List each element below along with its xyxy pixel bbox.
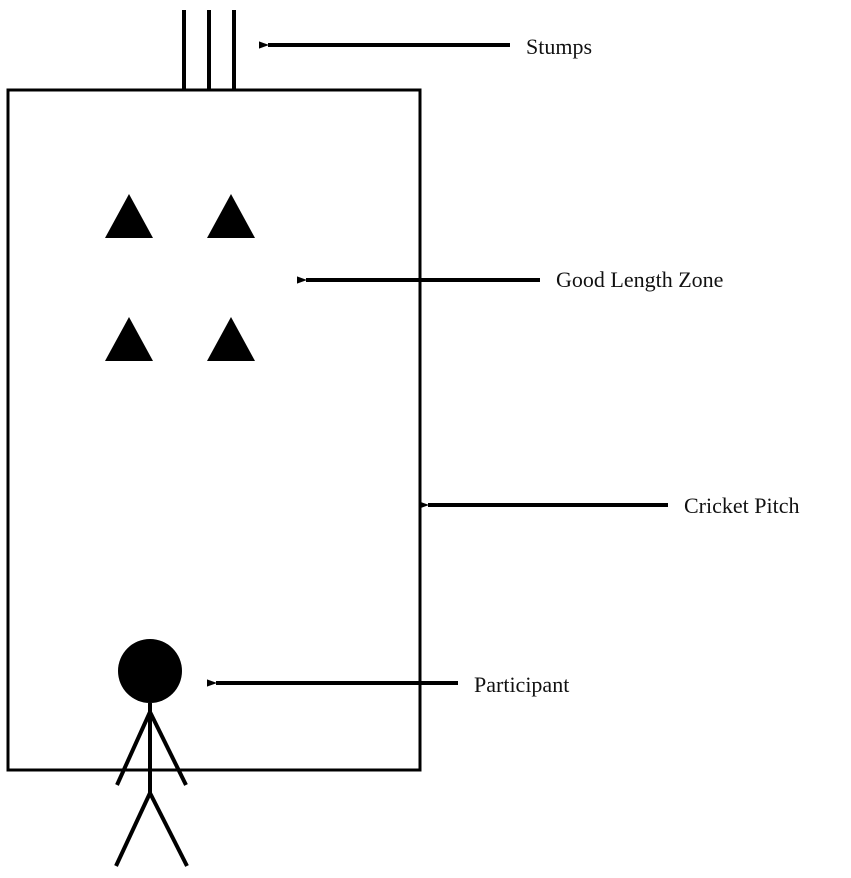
good-length-zone-label: Good Length Zone xyxy=(556,267,723,292)
cone-marker-bottom-left xyxy=(105,317,153,361)
cone-marker-top-right xyxy=(207,194,255,238)
cricket-pitch xyxy=(6,88,422,772)
participant-arm-left xyxy=(115,711,152,786)
stumps xyxy=(182,10,236,90)
participant-label: Participant xyxy=(474,672,569,697)
participant-arm-right xyxy=(148,711,188,786)
good-length-zone-markers xyxy=(105,194,255,361)
cricket-pitch-label: Cricket Pitch xyxy=(684,493,799,518)
participant-leg-left xyxy=(114,792,152,867)
stumps-label: Stumps xyxy=(526,34,592,59)
participant-head xyxy=(118,639,182,703)
label-arrows xyxy=(216,45,668,683)
participant-leg-right xyxy=(148,792,189,867)
cone-marker-top-left xyxy=(105,194,153,238)
participant-figure xyxy=(114,639,189,867)
cone-marker-bottom-right xyxy=(207,317,255,361)
